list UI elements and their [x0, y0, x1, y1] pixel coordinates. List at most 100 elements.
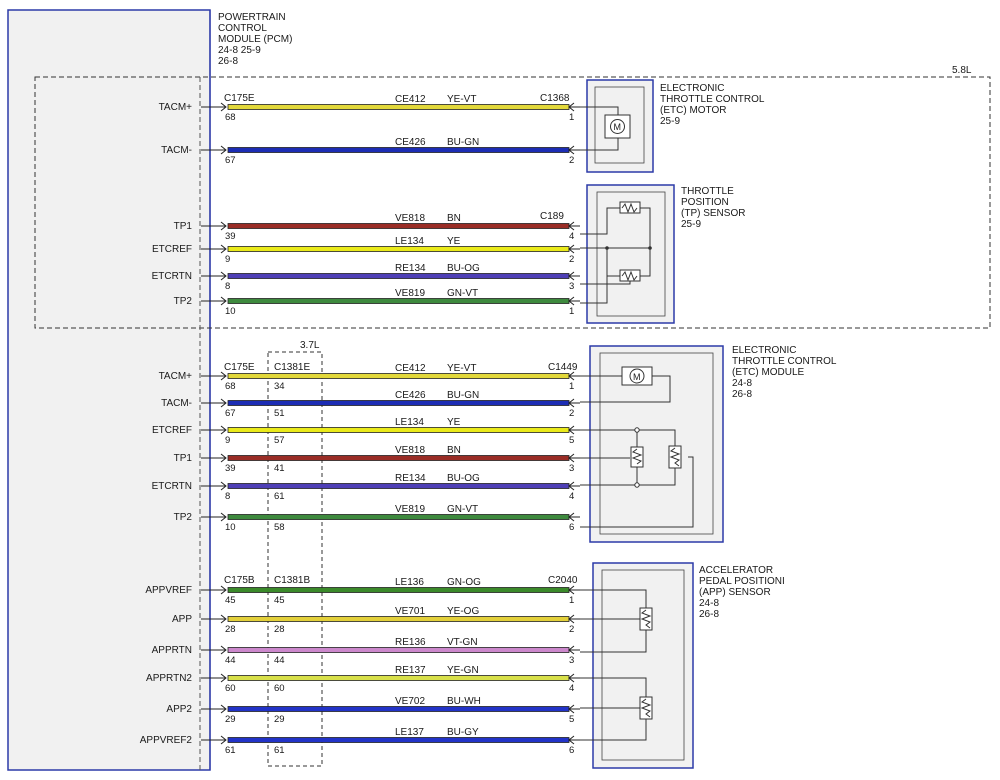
signal-label: TACM+: [159, 102, 193, 113]
circuit-id: VE819: [395, 288, 425, 299]
inline-pin: 41: [274, 463, 285, 474]
signal-label: TACM-: [161, 398, 192, 409]
wire-band: [227, 373, 570, 379]
signal-label: APPVREF2: [140, 735, 193, 746]
inline-pin: 28: [274, 624, 285, 635]
svg-text:24-8: 24-8: [699, 598, 719, 609]
inline-pin: 45: [274, 595, 285, 606]
wire-band: [227, 246, 570, 252]
inline-pin: 60: [274, 683, 285, 694]
svg-text:POSITION: POSITION: [681, 197, 729, 208]
device-pin-arrow: [568, 371, 580, 381]
device-pin: 2: [569, 254, 574, 265]
pcm-pin-arrow: [201, 398, 227, 408]
svg-text:THROTTLE: THROTTLE: [681, 186, 734, 197]
signal-label: TP2: [174, 296, 193, 307]
wire-band: [227, 147, 570, 153]
device-pin-arrow: [568, 145, 580, 155]
app-sensor-connector: C2040: [548, 575, 578, 586]
app-sensor-module: [580, 562, 694, 769]
device-pin-arrow: [568, 453, 580, 463]
svg-text:24-8 25-9: 24-8 25-9: [218, 45, 261, 56]
svg-text:PEDAL POSITIONI: PEDAL POSITIONI: [699, 576, 785, 587]
signal-label: ETCREF: [152, 244, 192, 255]
wire-color: BU-OG: [447, 263, 480, 274]
svg-text:25-9: 25-9: [681, 219, 701, 230]
device-pin-arrow: [568, 614, 580, 624]
wire-band: [227, 427, 570, 433]
svg-text:ELECTRONIC: ELECTRONIC: [660, 83, 724, 94]
etc-motor-title: ELECTRONIC THROTTLE CONTROL (ETC) MOTOR …: [660, 83, 765, 127]
pcm-pin-arrow: [201, 425, 227, 435]
engine-37-label: 3.7L: [300, 340, 320, 351]
inline-pin: 51: [274, 408, 285, 419]
pcm-pin: 8: [225, 491, 230, 502]
signal-label: TP2: [174, 512, 193, 523]
svg-text:(ETC) MOTOR: (ETC) MOTOR: [660, 105, 726, 116]
circuit-id: RE136: [395, 637, 426, 648]
pcm-pin-arrow: [201, 271, 227, 281]
device-pin: 5: [569, 435, 574, 446]
signal-label: TACM+: [159, 371, 193, 382]
wire-band: [227, 298, 570, 304]
etc-module: M: [580, 345, 724, 543]
etc-motor-connector: C1368: [540, 93, 570, 104]
signal-label: TP1: [174, 453, 193, 464]
circuit-id: LE137: [395, 727, 424, 738]
wire-color: YE: [447, 236, 461, 247]
pcm-pin-arrow: [201, 614, 227, 624]
svg-text:26-8: 26-8: [218, 56, 238, 67]
wire-band: [227, 514, 570, 520]
pcm-pin-arrow: [201, 453, 227, 463]
device-pin-arrow: [568, 585, 580, 595]
pcm-pin: 68: [225, 112, 236, 123]
pcm-pin-arrow: [201, 585, 227, 595]
pcm-pin: 68: [225, 381, 236, 392]
signal-label: APPRTN2: [146, 673, 192, 684]
svg-text:M: M: [614, 122, 622, 132]
wire-band: [227, 483, 570, 489]
device-pin-arrow: [568, 704, 580, 714]
signal-label: APPVREF: [145, 585, 192, 596]
pcm-pin: 67: [225, 155, 236, 166]
pcm-pin-arrow: [201, 296, 227, 306]
svg-text:ACCELERATOR: ACCELERATOR: [699, 565, 773, 576]
svg-text:THROTTLE CONTROL: THROTTLE CONTROL: [660, 94, 765, 105]
pcm-pin: 29: [225, 714, 236, 725]
pcm-pin: 8: [225, 281, 230, 292]
wire-color: YE-GN: [447, 665, 479, 676]
wire-color: BU-WH: [447, 696, 481, 707]
pcm-pin-arrow: [201, 244, 227, 254]
svg-text:26-8: 26-8: [699, 609, 719, 620]
svg-text:ELECTRONIC: ELECTRONIC: [732, 345, 796, 356]
signal-label: APPRTN: [152, 645, 192, 656]
wire-color: GN-VT: [447, 504, 478, 515]
device-pin: 3: [569, 281, 574, 292]
circuit-id: VE818: [395, 445, 425, 456]
device-pin: 4: [569, 491, 574, 502]
device-pin-arrow: [568, 425, 580, 435]
device-pin-arrow: [568, 102, 580, 112]
engine-58-label: 5.8L: [952, 65, 972, 76]
circuit-id: RE134: [395, 263, 426, 274]
wire-band: [227, 675, 570, 681]
tp-sensor-module: [580, 184, 675, 324]
signal-label: APP2: [166, 704, 192, 715]
circuit-id: CE412: [395, 94, 426, 105]
circuit-id: VE818: [395, 213, 425, 224]
inline-pin: 57: [274, 435, 285, 446]
device-pin: 2: [569, 624, 574, 635]
app-sensor-title: ACCELERATOR PEDAL POSITIONI (APP) SENSOR…: [699, 565, 785, 620]
wire-band: [227, 647, 570, 653]
